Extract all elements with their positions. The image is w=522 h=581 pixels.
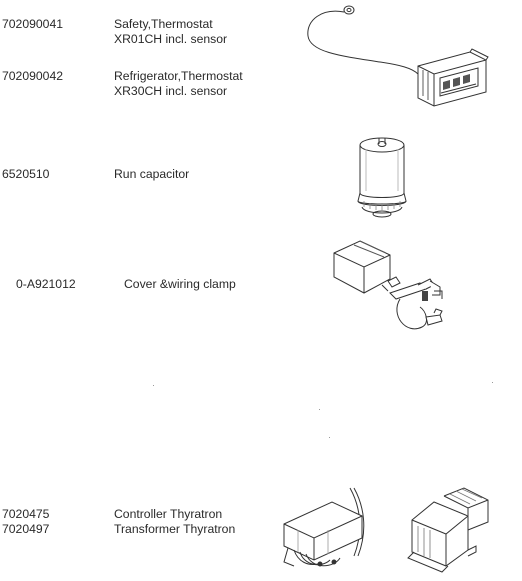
part-description-line-2: XR30CH incl. sensor: [114, 84, 228, 98]
part-number-run-capacitor: 6520510: [2, 167, 50, 181]
controller-thyratron-illustration: [278, 486, 378, 572]
run-capacitor-illustration: [352, 135, 412, 221]
part-number-cover-wiring-clamp: 0-A921012: [16, 277, 76, 291]
part-description: Transformer Thyratron: [114, 522, 236, 536]
scan-speck: [492, 382, 493, 383]
part-description: Controller Thyratron: [114, 507, 223, 521]
thermostat-with-sensor-illustration: [300, 2, 500, 110]
scan-speck: [329, 437, 330, 438]
part-number-refrigerator-thermostat: 702090042: [2, 69, 64, 83]
part-description-line-2: XR01CH incl. sensor: [114, 32, 228, 46]
part-number-safety-thermostat: 702090041: [2, 17, 64, 31]
scan-speck: [319, 409, 320, 410]
part-number-transformer-thyratron: 7020497: [2, 522, 50, 536]
part-description: Cover &wiring clamp: [124, 277, 236, 291]
part-number-controller-thyratron: 7020475: [2, 507, 50, 521]
part-description: Run capacitor: [114, 167, 190, 181]
part-description-line-1: Safety,Thermostat: [114, 17, 213, 31]
part-description-line-1: Refrigerator,Thermostat: [114, 69, 243, 83]
transformer-thyratron-illustration: [406, 486, 498, 573]
cover-and-wiring-clamp-illustration: [330, 235, 450, 335]
scan-speck: [153, 385, 154, 386]
